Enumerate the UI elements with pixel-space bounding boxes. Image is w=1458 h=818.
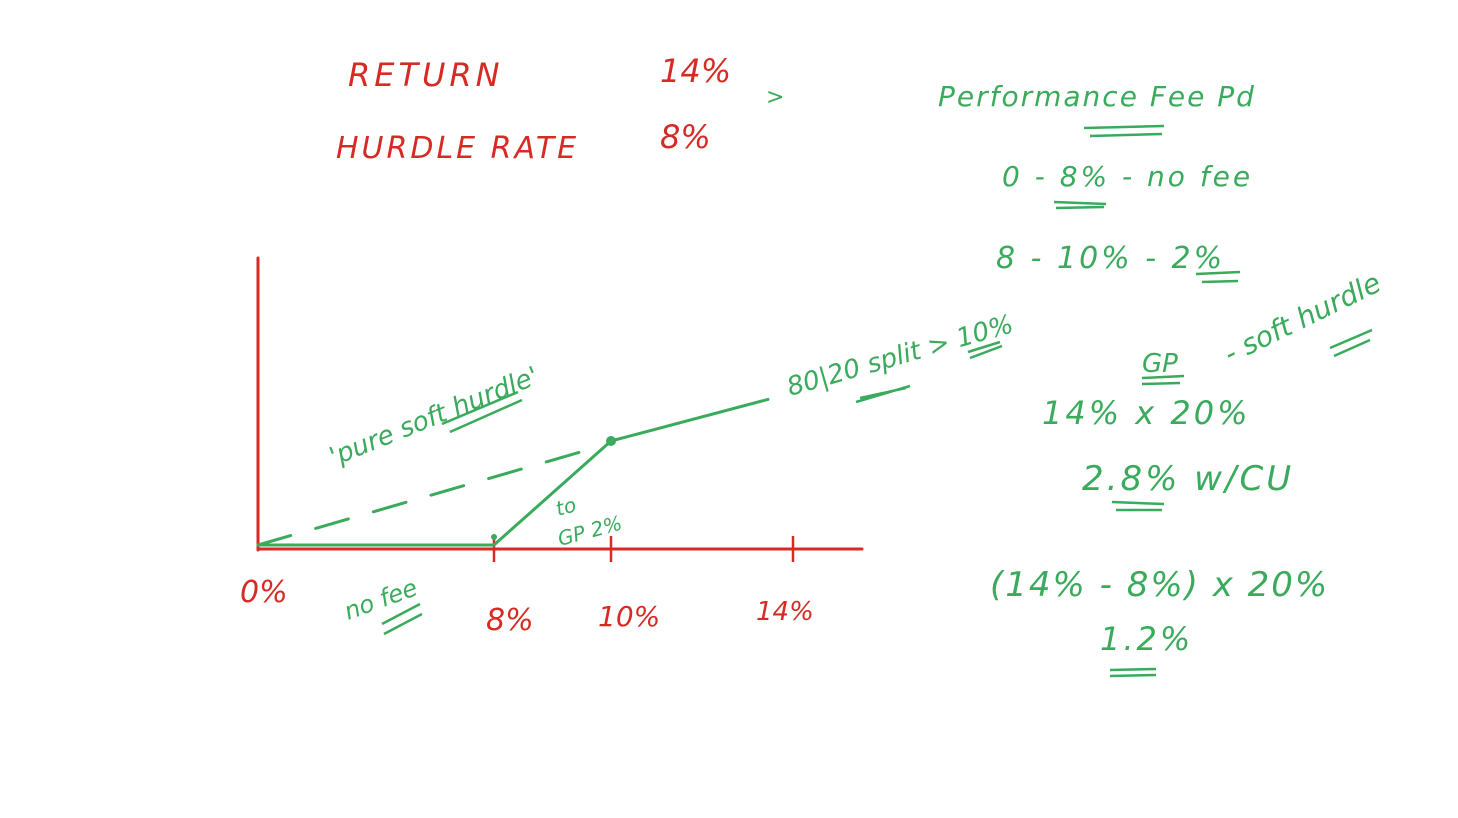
notes-title: Performance Fee Pd xyxy=(938,80,1256,113)
calc1: 14% x 20% xyxy=(1042,394,1251,432)
gp-label: GP xyxy=(1142,349,1178,379)
split-note-underline xyxy=(855,340,1003,404)
fee-curves xyxy=(256,397,770,547)
soft-hurdle-underline xyxy=(1329,328,1373,358)
no-fee-underline xyxy=(381,602,423,636)
axes xyxy=(256,256,864,562)
fee-curve-solid xyxy=(256,439,613,547)
calc1-result: 2.8% w/CU xyxy=(1082,459,1294,499)
notes-line1: 0 - 8% - no fee xyxy=(1002,160,1253,193)
catch-up-end-point xyxy=(606,436,616,446)
calc1-result-underline xyxy=(1111,500,1165,512)
notes-line2-underline xyxy=(1195,270,1241,284)
gp-label-underline xyxy=(1141,374,1185,386)
notes-line2: 8 - 10% - 2% xyxy=(996,241,1225,276)
x-tick-label-14: 14% xyxy=(756,597,814,627)
hurdle-rate-value: 8% xyxy=(660,118,711,156)
hurdle-point xyxy=(491,534,497,540)
fee-curve-split-extension xyxy=(609,397,770,443)
pure-soft-hurdle-note: 'pure soft hurdle' xyxy=(325,361,543,472)
calc2: (14% - 8%) x 20% xyxy=(990,565,1329,605)
x-tick-label-8: 8% xyxy=(486,603,534,638)
fee-curve-pure-soft-hurdle xyxy=(256,447,593,547)
soft-hurdle-note: - soft hurdle xyxy=(1219,266,1386,370)
hurdle-rate-label: HURDLE RATE xyxy=(336,131,579,166)
x-tick-label-0: 0% xyxy=(240,575,288,610)
no-fee-note: no fee xyxy=(340,573,421,625)
return-label: RETURN xyxy=(348,56,504,94)
arrow-mark: > xyxy=(766,85,784,110)
pure-soft-hurdle-underline xyxy=(441,390,523,434)
notes-line1-underline xyxy=(1053,200,1107,210)
notes-title-underline xyxy=(1083,124,1165,138)
gp-catchup-note-to: to xyxy=(553,492,579,520)
calc2-result-underline xyxy=(1109,667,1157,678)
return-value: 14% xyxy=(660,52,731,90)
calc2-result: 1.2% xyxy=(1100,620,1193,658)
x-tick-label-10: 10% xyxy=(598,600,660,633)
